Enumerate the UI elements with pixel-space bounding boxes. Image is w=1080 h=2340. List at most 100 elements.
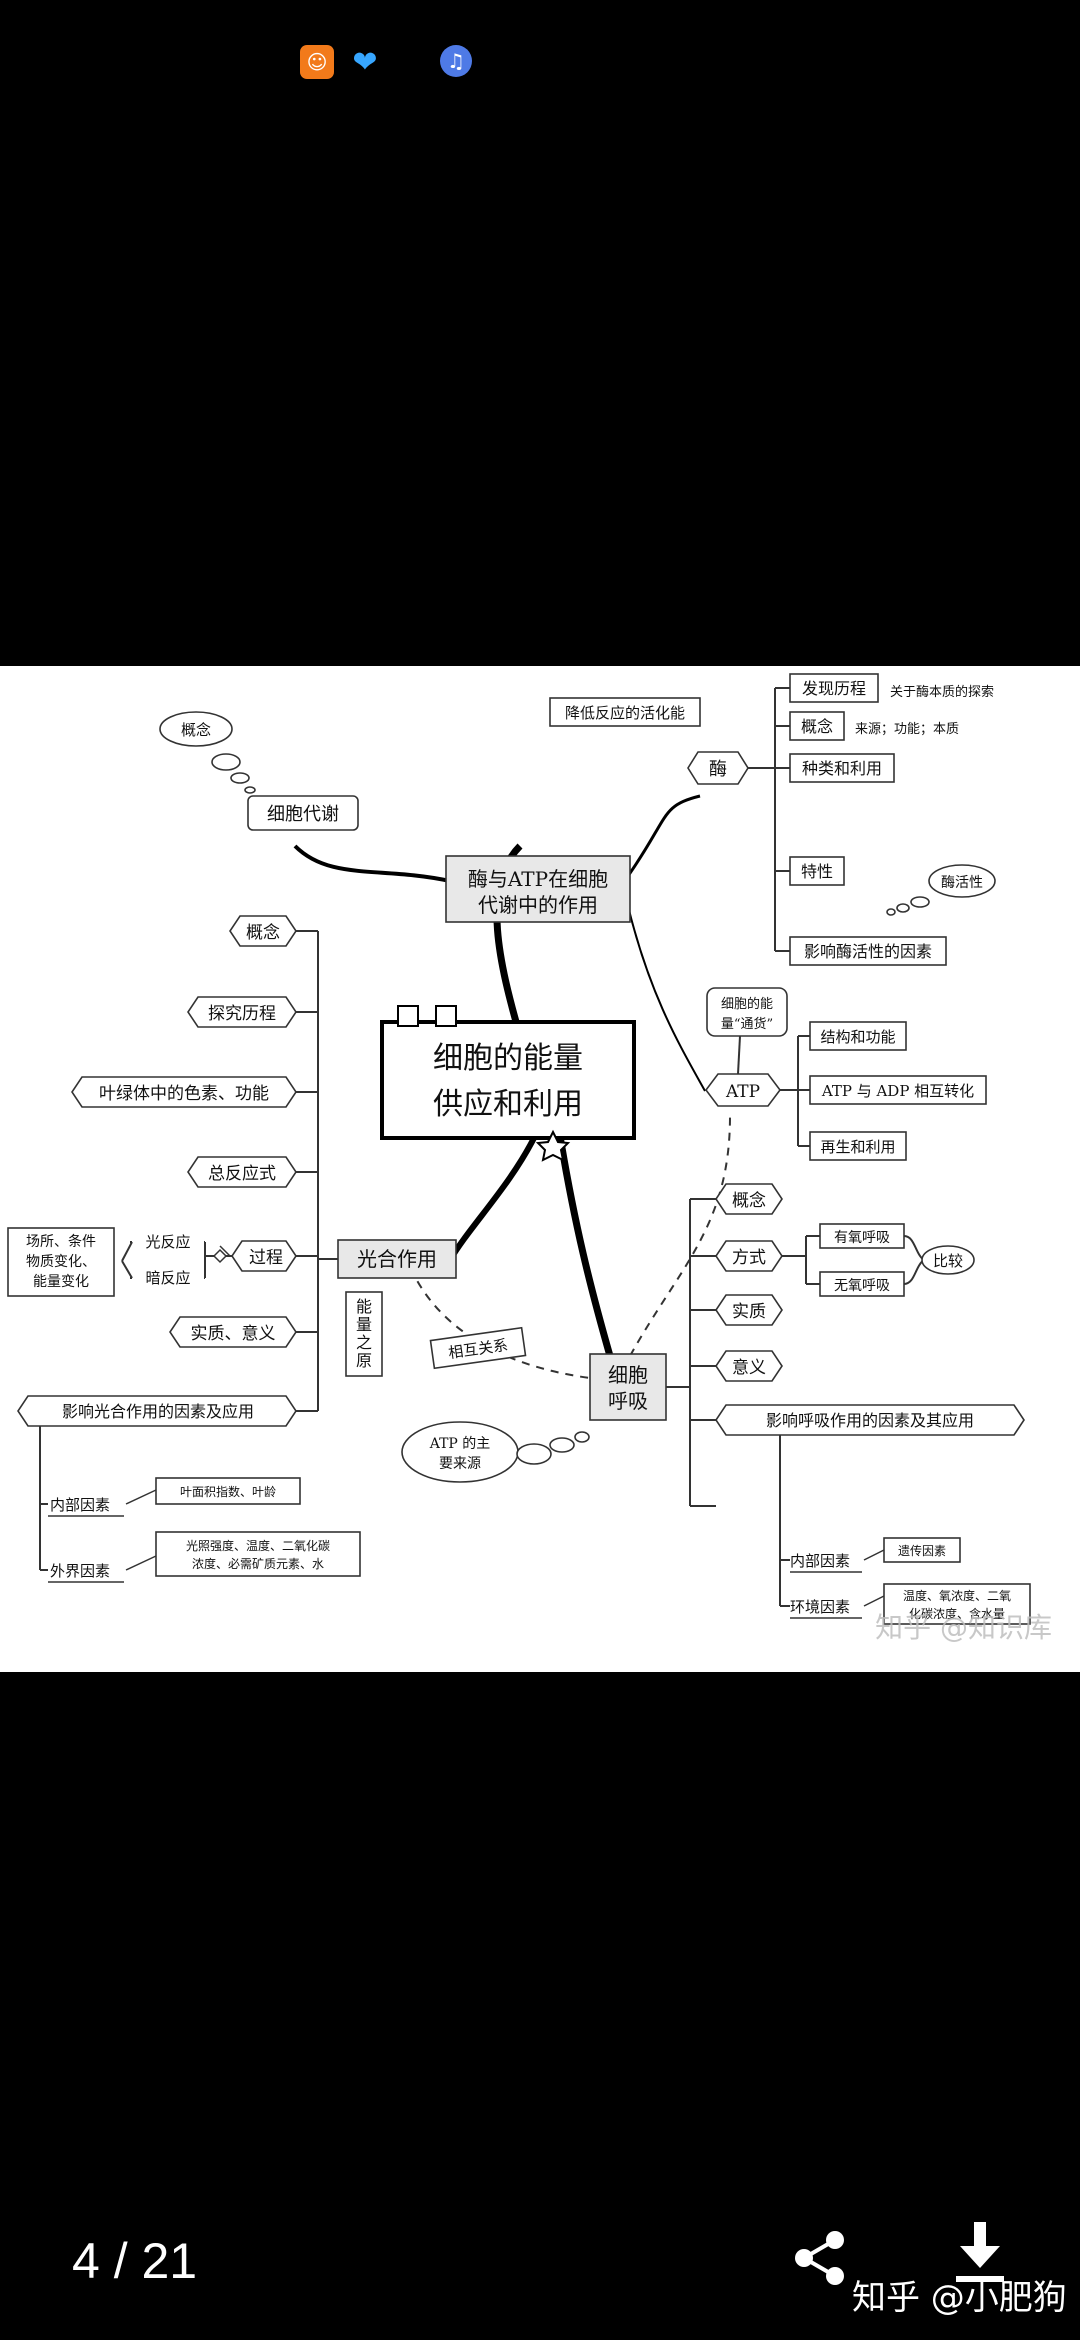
node-photo-factors [17,1395,297,1427]
node-resp-concept [715,1183,783,1215]
svg-text:探究历程: 探究历程 [208,1004,276,1024]
node-dark-reaction [132,1264,204,1288]
svg-text:酶: 酶 [709,759,727,780]
page-indicator: 4 / 21 [72,2233,198,2289]
svg-text:实质、意义: 实质、意义 [191,1324,276,1344]
author-label: 知乎 @小肥狗 [852,2278,1067,2318]
bubble-enzyme-activity [928,864,996,898]
svg-text:原: 原 [356,1351,372,1370]
connector-center-resp [556,1135,614,1357]
node-light-reaction [132,1228,204,1252]
svg-text:叶绿体中的色素、功能: 叶绿体中的色素、功能 [99,1084,269,1104]
svg-text:ATP 与 ADP 相互转化: ATP 与 ADP 相互转化 [821,1082,974,1100]
svg-text:结构和功能: 结构和功能 [820,1028,895,1046]
svg-text:之: 之 [356,1333,372,1352]
node-resp-factors [715,1404,1025,1436]
svg-text:概念: 概念 [732,1190,766,1211]
svg-text:浓度、必需矿质元素、水: 浓度、必需矿质元素、水 [192,1556,324,1571]
music-icon: ♫ [440,45,472,77]
share-button[interactable] [790,2228,850,2288]
center-line-2: 供应和利用 [433,1087,583,1122]
center-line-1: 细胞的能量 [433,1041,583,1076]
svg-text:遗传因素: 遗传因素 [898,1543,946,1558]
node-enzyme-types [789,753,895,783]
bubble-compare [921,1245,975,1275]
node-photo-internal-note [155,1477,301,1505]
svg-text:意义: 意义 [732,1358,766,1378]
svg-text:细胞: 细胞 [608,1363,648,1387]
svg-text:有氧呼吸: 有氧呼吸 [834,1230,890,1246]
svg-text:光反应: 光反应 [145,1233,190,1251]
node-respiration [589,1353,667,1421]
node-atp [705,1073,781,1107]
node-atp-convert [809,1075,987,1105]
download-button[interactable] [950,2222,1010,2286]
connector-enzyme-atp [627,905,706,1092]
node-atp-structure [809,1021,907,1051]
svg-text:ATP: ATP [725,1082,760,1102]
svg-text:内部因素: 内部因素 [790,1552,850,1570]
node-resp-essence [715,1294,783,1326]
download-icon [956,2222,1004,2282]
node-photo-equation [187,1156,297,1188]
node-enzyme-atp [445,855,631,923]
connector-metab-enzyme [293,844,451,883]
svg-text:特性: 特性 [801,862,833,881]
node-photo-history [187,996,297,1028]
node-photo-essence [169,1316,297,1348]
svg-text:影响呼吸作用的因素及其应用: 影响呼吸作用的因素及其应用 [766,1411,974,1430]
node-anaerobic [819,1271,905,1297]
share-icon [795,2231,844,2285]
svg-text:实质: 实质 [732,1302,766,1322]
svg-text:外界因素: 外界因素 [50,1562,110,1580]
node-mutual-relation [429,1326,527,1370]
svg-text:方式: 方式 [732,1248,766,1268]
node-resp-internal-note [883,1537,961,1563]
node-process-note [7,1227,115,1297]
node-enzyme-factors [789,936,947,966]
svg-text:化碳浓度、含水量: 化碳浓度、含水量 [909,1606,1005,1621]
svg-text:细胞代谢: 细胞代谢 [267,804,339,825]
node-enzyme-properties [789,856,845,886]
node-resp-meaning [715,1350,783,1382]
svg-text:酶与ATP在细胞: 酶与ATP在细胞 [468,867,608,891]
node-aerobic [819,1223,905,1249]
connector-center-photo [447,1134,538,1262]
connector-enzyme-enz [626,794,701,877]
node-photo-pigments [71,1076,297,1108]
svg-text:影响酶活性的因素: 影响酶活性的因素 [804,942,932,961]
node-metabolism [247,795,359,831]
svg-text:要来源: 要来源 [439,1456,481,1472]
svg-text:来源；功能；本质: 来源；功能；本质 [855,722,959,737]
svg-text:光合作用: 光合作用 [357,1247,437,1271]
node-photosynthesis [337,1239,457,1279]
svg-text:ATP 的主: ATP 的主 [429,1436,491,1452]
mind-map-diagram: 酶与ATP在细胞 代谢中的作用 细胞代谢 概念 降低反应的活化能 酶 发现历程 … [7,673,1031,1625]
svg-text:总反应式: 总反应式 [208,1164,276,1184]
svg-text:呼吸: 呼吸 [608,1389,648,1413]
svg-text:比较: 比较 [933,1252,963,1270]
status-bar-icons: ☺ ❤ ♫ [300,45,472,80]
node-photo-external-note [155,1531,361,1577]
image-viewer-photo[interactable]: 酶与ATP在细胞 代谢中的作用 细胞代谢 概念 降低反应的活化能 酶 发现历程 … [0,666,1080,1672]
bubble-concept [159,711,233,747]
svg-text:能量变化: 能量变化 [33,1274,89,1290]
svg-text:酶活性: 酶活性 [941,875,983,891]
svg-text:代谢中的作用: 代谢中的作用 [478,893,598,917]
svg-text:叶面积指数、叶龄: 叶面积指数、叶龄 [180,1484,276,1499]
svg-text:关于酶本质的探索: 关于酶本质的探索 [890,684,994,700]
node-resp-mode [715,1240,783,1272]
svg-text:光照强度、温度、二氧化碳: 光照强度、温度、二氧化碳 [186,1538,330,1553]
svg-text:再生和利用: 再生和利用 [820,1138,895,1156]
node-enzyme [687,751,749,785]
svg-text:量“通货”: 量“通货” [721,1016,773,1032]
node-enzyme-concept [789,711,845,741]
node-atp-currency [706,987,788,1037]
svg-text:温度、氧浓度、二氧: 温度、氧浓度、二氧 [903,1588,1011,1603]
svg-text:暗反应: 暗反应 [145,1269,190,1287]
svg-text:量: 量 [356,1315,372,1334]
svg-text:发现历程: 发现历程 [802,679,866,698]
node-lower-activation [549,697,701,727]
mind-map-center-title: 细胞的能量 供应和利用 [382,1036,634,1128]
svg-text:种类和利用: 种类和利用 [802,759,882,778]
